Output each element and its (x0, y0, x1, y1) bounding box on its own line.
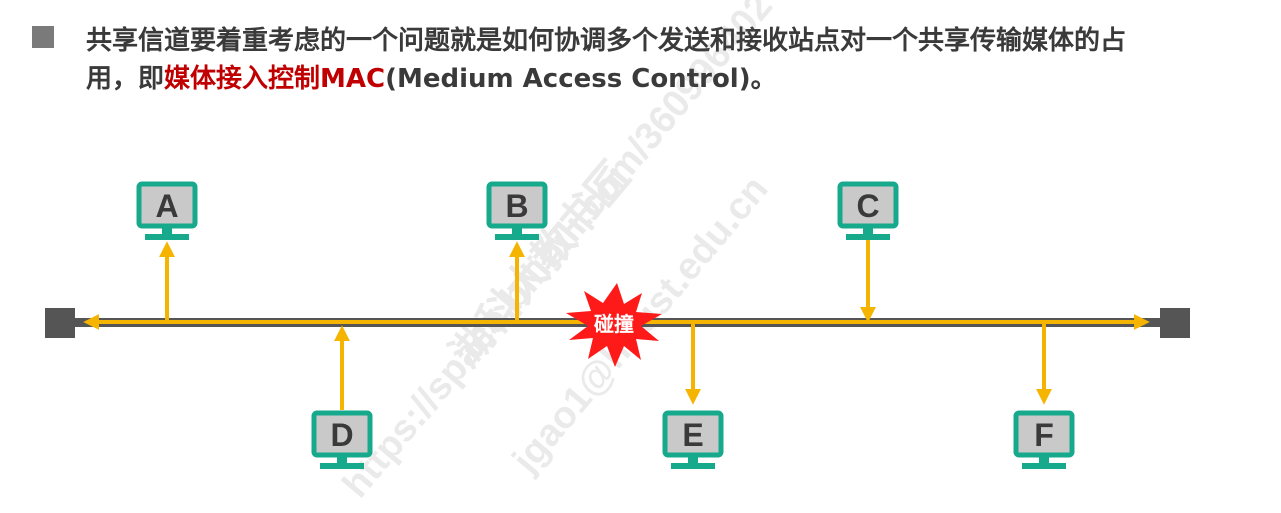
bullet-square (32, 26, 54, 48)
station-label-e: E (682, 417, 703, 453)
station-c: C (837, 181, 899, 323)
station-b: B (486, 181, 548, 322)
station-label-a: A (155, 188, 178, 224)
station-d: D (311, 325, 373, 469)
collision-star (566, 283, 662, 367)
monitor-d (311, 410, 373, 458)
collision-burst: 碰撞 (566, 283, 662, 367)
monitor-b (486, 181, 548, 229)
station-label-f: F (1034, 417, 1054, 453)
header-highlight: 媒体接入控制MAC (164, 64, 386, 94)
header-line1: 共享信道要着重考虑的一个问题就是如何协调多个发送和接收站点对一个共享传输媒体的占 (86, 26, 1127, 56)
monitor-c (837, 181, 899, 229)
station-label-b: B (505, 188, 528, 224)
station-a: A (136, 181, 198, 322)
monitor-e (662, 410, 724, 458)
station-label-d: D (330, 417, 353, 453)
bus-terminator-right (1160, 308, 1190, 338)
station-f: F (1013, 322, 1075, 469)
station-label-c: C (856, 188, 879, 224)
monitor-f (1013, 410, 1075, 458)
bus-terminator-left (45, 308, 75, 338)
header-text: 共享信道要着重考虑的一个问题就是如何协调多个发送和接收站点对一个共享传输媒体的占… (86, 22, 1271, 98)
collision-label: 碰撞 (594, 312, 634, 336)
station-e: E (662, 322, 724, 469)
monitor-a (136, 181, 198, 229)
header-line2-prefix: 用，即 (86, 64, 165, 94)
header-line2-suffix: (Medium Access Control)。 (385, 64, 777, 94)
